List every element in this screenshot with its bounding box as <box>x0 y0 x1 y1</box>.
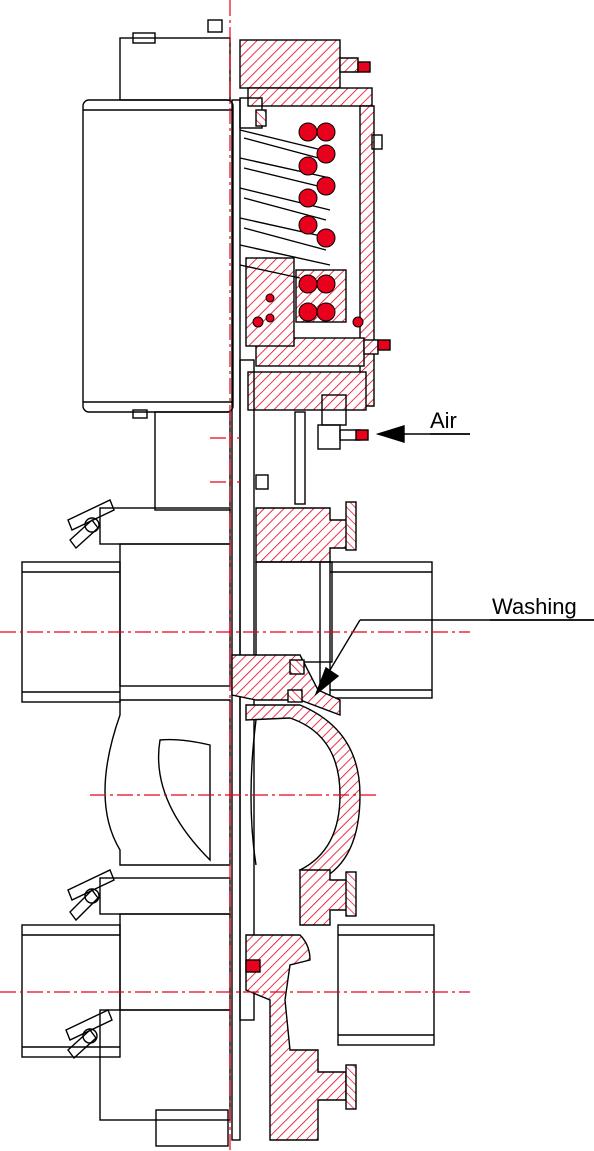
washing-label: Washing <box>492 594 577 619</box>
clamp-middle <box>67 869 115 922</box>
actuator-section <box>239 39 391 450</box>
mid-body <box>104 699 361 881</box>
spring-wire-sections <box>252 122 364 328</box>
washing-arrow <box>314 619 594 697</box>
air-label: Air <box>430 408 457 433</box>
upper-body-outline <box>21 507 231 703</box>
actuator-outline <box>82 19 234 511</box>
center-lines <box>0 0 470 1151</box>
clamp-upper <box>67 499 115 550</box>
clamp-lower <box>65 1009 113 1060</box>
upper-body-section <box>231 501 433 717</box>
lower-body-outline <box>21 877 231 1147</box>
spring-coils <box>239 129 331 279</box>
lower-body-section <box>245 869 435 1141</box>
